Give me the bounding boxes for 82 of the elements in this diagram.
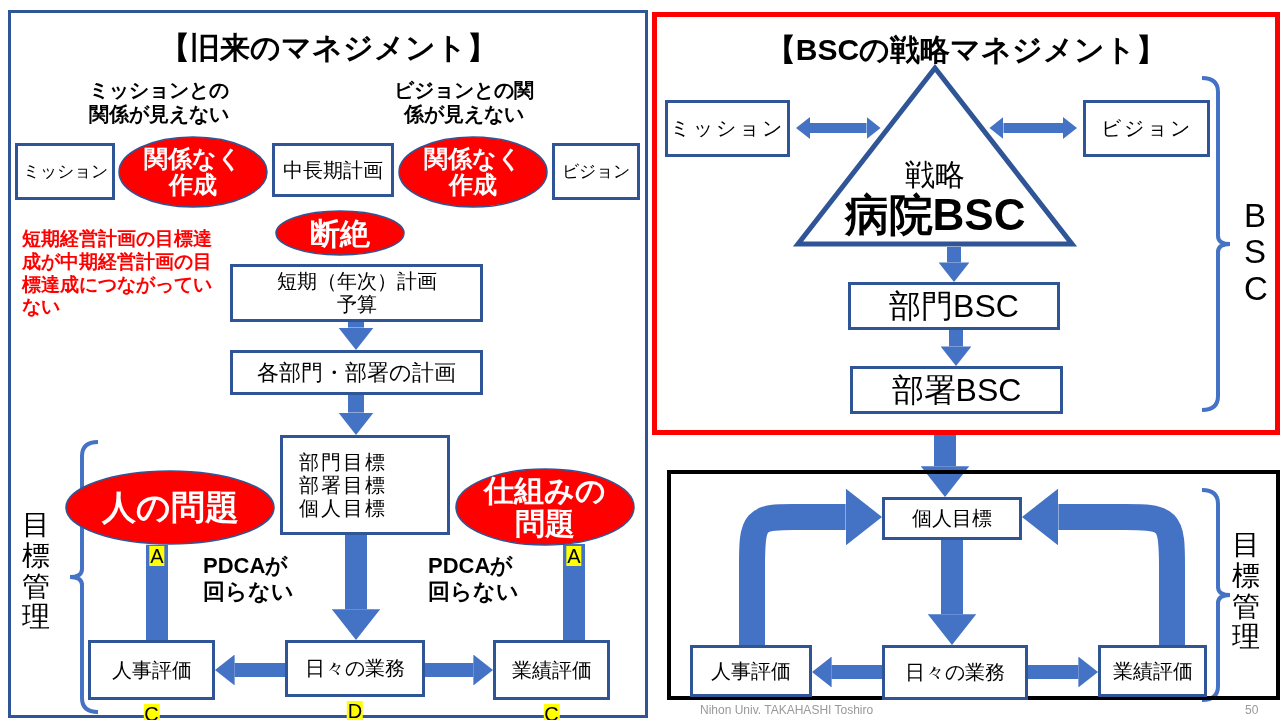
bracket-label: 目標管理 <box>22 510 50 634</box>
callout-ellipse <box>455 468 635 546</box>
box-text: ビジョン <box>1100 117 1193 140</box>
process-box <box>1083 100 1210 157</box>
connector-bar <box>563 543 585 640</box>
block-arrow <box>927 540 977 645</box>
box-text: 短期（年次）計画 <box>276 270 437 293</box>
process-box <box>665 100 790 157</box>
callout-text: 関係なく作成 <box>423 145 523 199</box>
triangle-text: 戦略 <box>905 157 965 191</box>
box-text: ミッション <box>22 161 108 182</box>
curved-arrow <box>1022 488 1185 645</box>
bracket-label: 目標管理 <box>1232 530 1260 654</box>
process-box <box>848 282 1060 330</box>
block-arrow <box>338 322 374 350</box>
callout-text: 関係なく作成 <box>143 145 243 199</box>
box-text: 業績評価 <box>511 658 592 682</box>
callout-ellipse <box>118 136 268 208</box>
box-text: 日々の業務 <box>305 657 405 680</box>
box-text: 人事評価 <box>111 658 192 682</box>
box-text: 業績評価 <box>1112 659 1193 683</box>
process-box <box>882 497 1022 540</box>
box-text: ビジョン <box>562 161 630 182</box>
pdca-letter: D <box>346 701 364 720</box>
block-arrow <box>796 117 881 139</box>
process-box <box>882 645 1028 700</box>
note-text: PDCAが回らない <box>428 553 520 606</box>
curved-arrow <box>739 488 882 645</box>
block-arrow <box>425 654 493 686</box>
triangle-text: 病院BSC <box>844 190 1026 239</box>
block-arrow <box>940 330 972 366</box>
box-text: 部門BSC <box>889 287 1019 325</box>
box-text: 部門目標 <box>299 450 387 474</box>
bracket-label: BSC <box>1244 198 1269 307</box>
process-box <box>690 645 812 697</box>
process-box <box>280 435 450 535</box>
box-text: 中長期計画 <box>283 158 383 182</box>
box-text: 日々の業務 <box>905 661 1005 684</box>
panel <box>652 12 1280 435</box>
page-number: 50 <box>1245 703 1259 718</box>
connector-bar <box>146 544 168 640</box>
block-arrow <box>989 117 1077 139</box>
block-arrow <box>938 247 970 282</box>
block-arrow <box>331 535 381 640</box>
box-text: 予算 <box>336 293 377 316</box>
box-text: 各部門・部署の計画 <box>257 359 456 386</box>
note-text: ミッションとの関係が見えない <box>88 78 230 126</box>
process-box <box>1098 645 1207 697</box>
box-text: 個人目標 <box>299 496 387 520</box>
block-arrow <box>215 654 285 686</box>
panel-title: 【旧来のマネジメント】 <box>158 31 498 66</box>
process-box <box>552 143 640 200</box>
edge-label: A <box>566 546 582 566</box>
block-arrow <box>1028 656 1098 688</box>
frame-box <box>667 470 1280 700</box>
process-box <box>272 143 394 197</box>
box-text: 部署BSC <box>891 371 1022 409</box>
block-arrow <box>812 656 882 688</box>
panel-title: 【BSCの戦略マネジメント】 <box>764 33 1168 68</box>
edge-label: A <box>149 546 165 566</box>
process-box <box>15 143 115 200</box>
note-text: PDCAが回らない <box>203 553 295 606</box>
strategy-triangle <box>795 65 1075 247</box>
footer-text: Nihon Univ. TAKAHASHI Toshiro <box>700 703 874 718</box>
box-text: ミッション <box>670 117 785 140</box>
note-text: ビジョンとの関係が見えない <box>393 78 535 126</box>
warning-text: 短期経営計画の目標達成が中期経営計画の目標達成につながっていない <box>22 228 213 320</box>
box-text: 人事評価 <box>711 659 791 683</box>
callout-ellipse <box>275 210 405 256</box>
block-arrow <box>338 395 374 435</box>
process-box <box>230 264 483 322</box>
block-arrow <box>920 435 970 497</box>
callout-text: 人の問題 <box>100 488 240 527</box>
callout-ellipse <box>65 470 275 545</box>
callout-text: 仕組みの問題 <box>482 474 607 540</box>
box-text: 部署目標 <box>299 473 387 497</box>
callout-text: 断絶 <box>309 216 371 250</box>
process-box <box>230 350 483 395</box>
callout-ellipse <box>398 136 548 208</box>
box-text: 個人目標 <box>912 507 992 530</box>
panel <box>8 10 648 718</box>
process-box <box>850 366 1063 414</box>
